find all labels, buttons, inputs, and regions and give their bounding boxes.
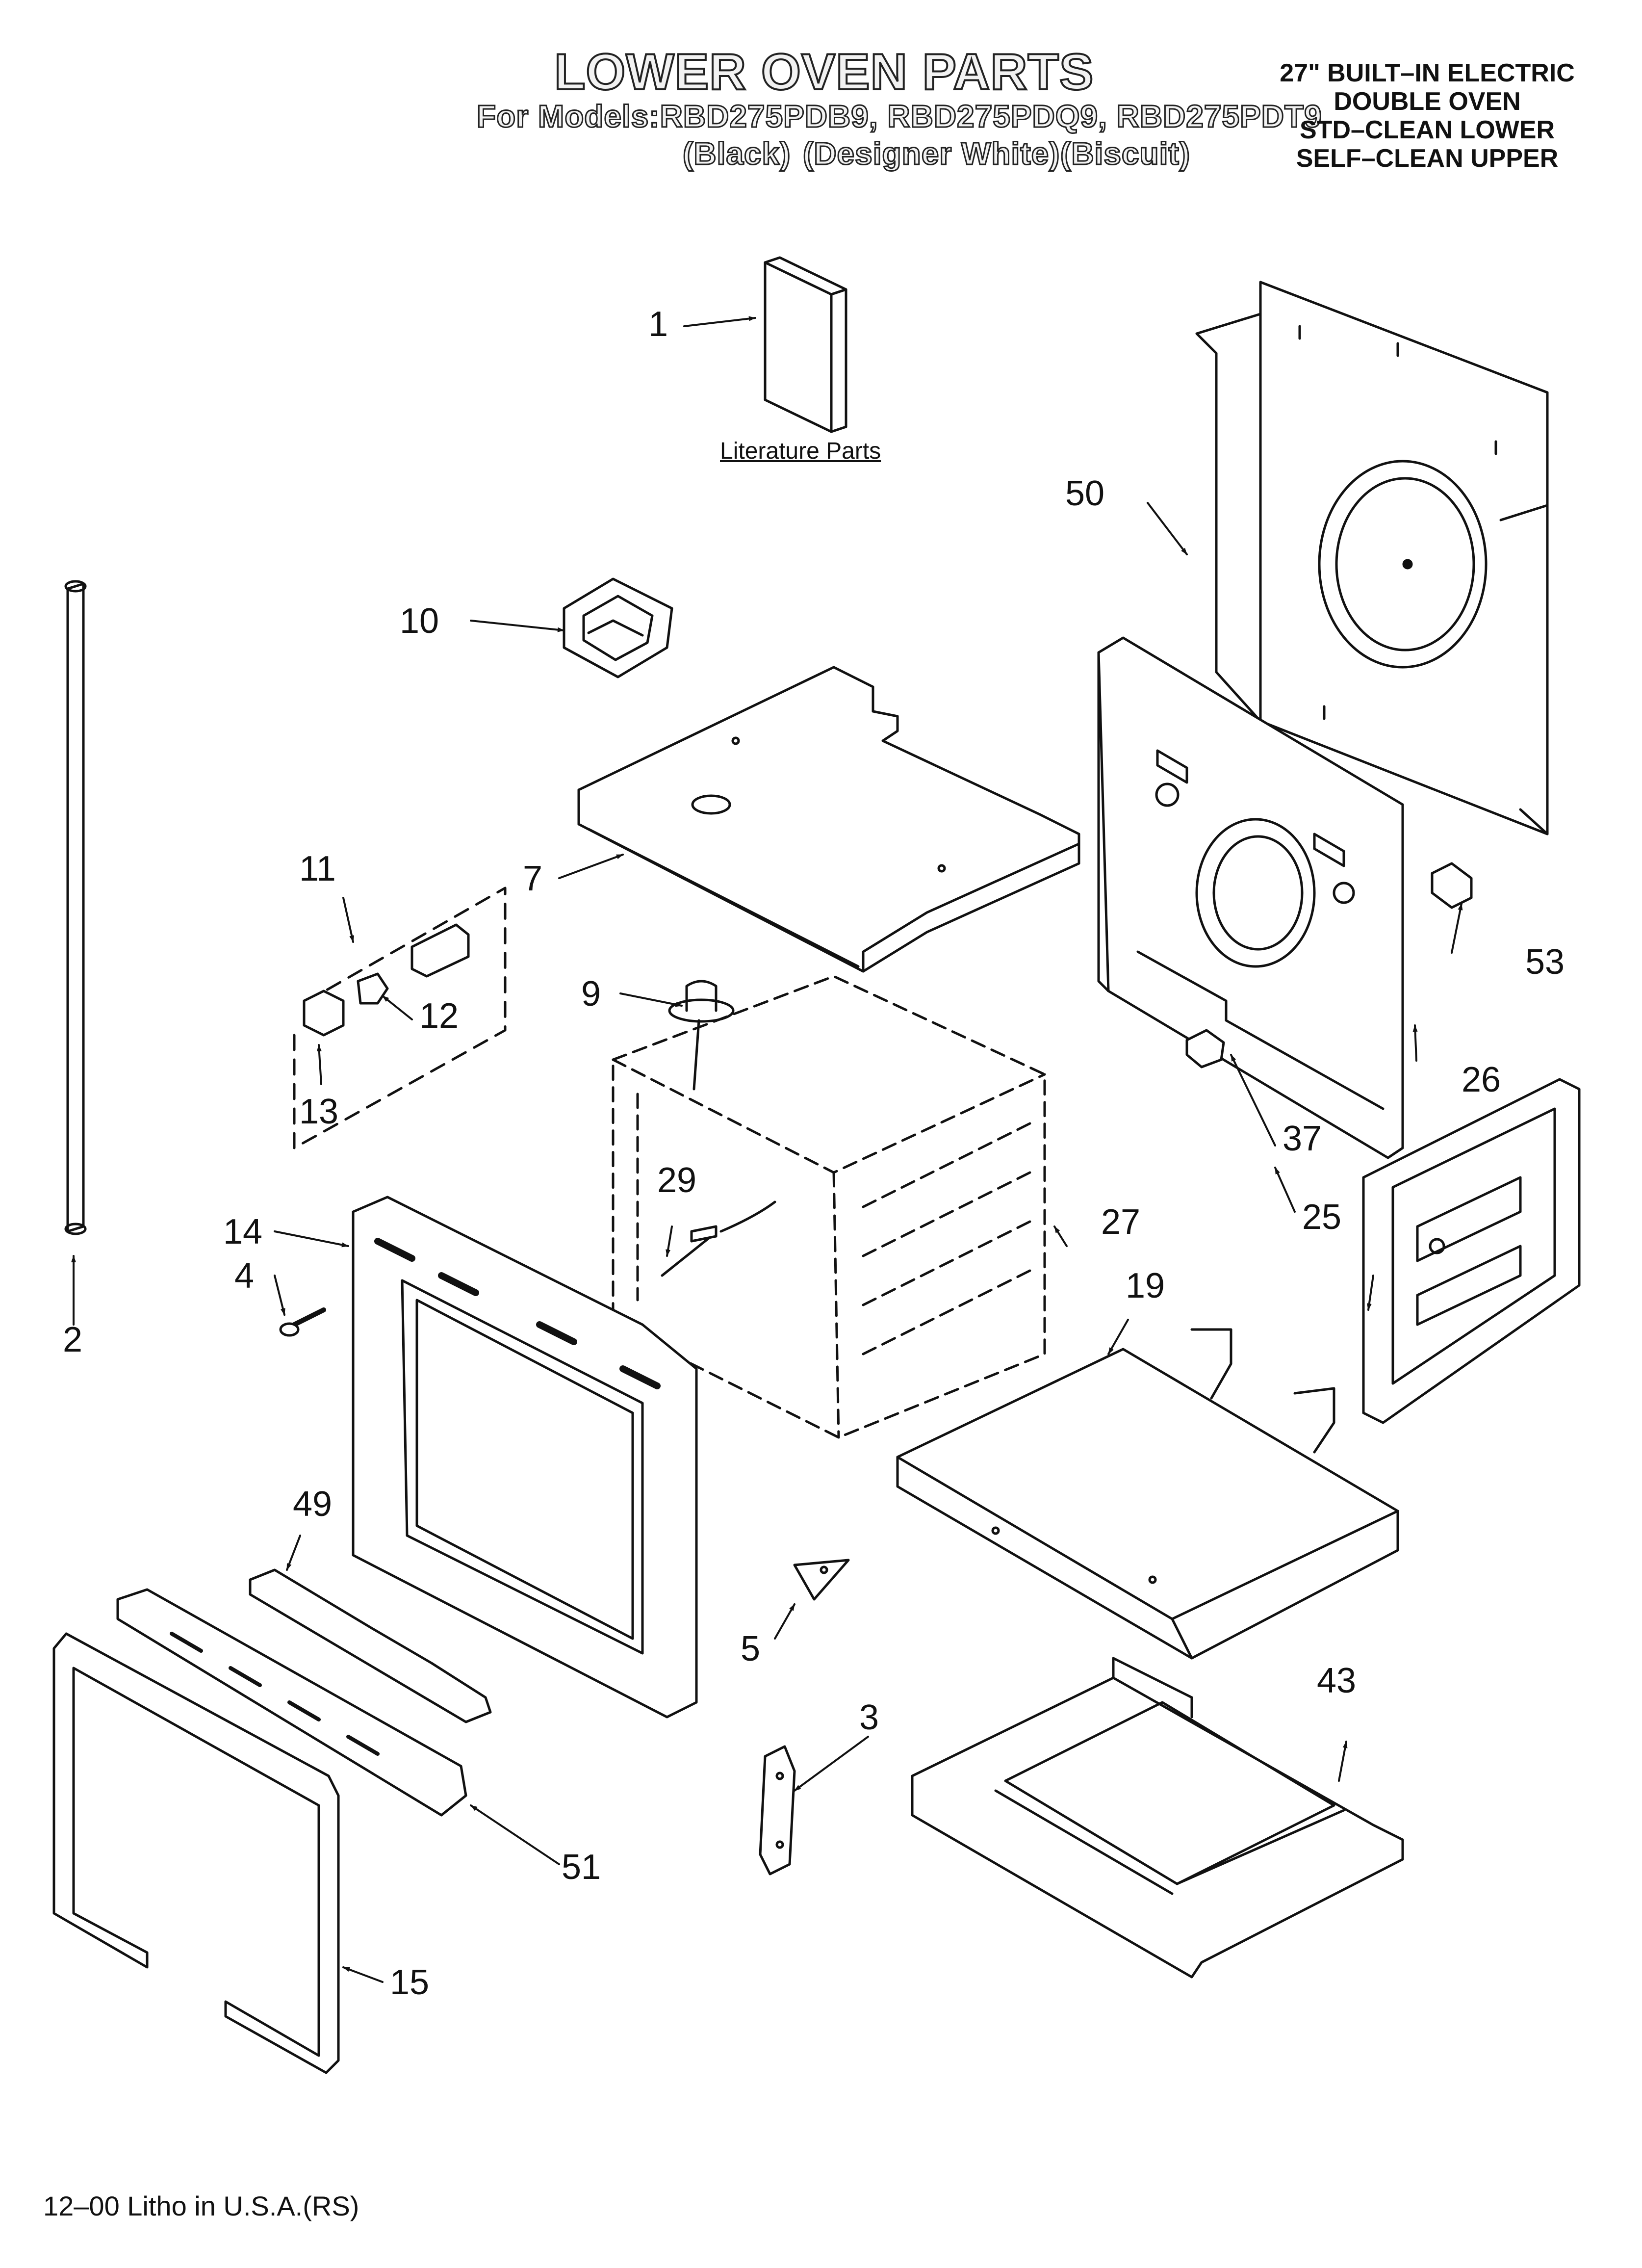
color-black: (Black)	[682, 135, 791, 172]
drip-pan	[911, 1657, 1404, 1979]
description-line-1: 27" BUILT–IN ELECTRIC	[1280, 59, 1575, 87]
light-assembly	[293, 886, 507, 1149]
switch-part	[1185, 1029, 1225, 1069]
description-line-3: STD–CLEAN LOWER	[1300, 116, 1555, 144]
top-panel	[577, 666, 1080, 973]
callout-43: 43	[1317, 1661, 1357, 1700]
callout-11: 11	[299, 849, 336, 888]
leader-arrows	[71, 316, 1463, 1983]
callout-7: 7	[523, 859, 543, 898]
callout-53: 53	[1525, 942, 1565, 982]
callout-1: 1	[648, 305, 668, 344]
screw-part	[279, 1307, 326, 1337]
description-line-2: DOUBLE OVEN	[1334, 87, 1521, 116]
trim-strip	[249, 1568, 492, 1723]
callout-2: 2	[63, 1320, 83, 1359]
literature-parts-label: Literature Parts	[720, 438, 881, 464]
sensor-part	[661, 1200, 776, 1277]
model-list: For Models:RBD275PDB9, RBD275PDQ9, RBD27…	[476, 98, 1323, 135]
clip-part	[1431, 862, 1473, 909]
callout-5: 5	[741, 1629, 761, 1668]
callout-4: 4	[234, 1256, 255, 1296]
callout-26: 26	[1462, 1060, 1501, 1099]
callout-37: 37	[1283, 1119, 1322, 1158]
callout-15: 15	[390, 1963, 430, 2002]
callout-29: 29	[657, 1161, 697, 1200]
callout-10: 10	[400, 601, 439, 641]
literature-booklet	[764, 256, 847, 433]
print-footer: 12–00 Litho in U.S.A.(RS)	[43, 2190, 359, 2221]
callout-25: 25	[1302, 1198, 1342, 1237]
callout-49: 49	[293, 1485, 333, 1524]
color-biscuit: (Biscuit)	[1060, 135, 1191, 172]
callout-50: 50	[1065, 474, 1105, 513]
product-description: 27" BUILT–IN ELECTRIC DOUBLE OVEN STD–CL…	[1256, 59, 1599, 173]
callout-51: 51	[562, 1848, 601, 1887]
dome-part	[668, 980, 735, 1091]
callout-13: 13	[299, 1092, 339, 1131]
door-gasket	[52, 1632, 340, 2074]
callout-27: 27	[1101, 1202, 1141, 1242]
support-bracket	[759, 1745, 796, 1876]
callout-3: 3	[859, 1698, 879, 1737]
callout-9: 9	[581, 974, 601, 1014]
callout-12: 12	[419, 996, 459, 1036]
corner-bracket	[793, 1559, 850, 1601]
color-designer-white: (Designer White)	[802, 135, 1060, 172]
vertical-rod	[64, 580, 87, 1235]
rear-panel	[1195, 281, 1549, 835]
side-panel	[1362, 1078, 1581, 1424]
front-frame	[352, 1196, 698, 1719]
bracket-part	[563, 577, 673, 678]
callout-14: 14	[223, 1212, 263, 1251]
description-line-4: SELF–CLEAN UPPER	[1296, 144, 1559, 173]
callout-19: 19	[1126, 1266, 1165, 1305]
side-frame	[1097, 636, 1404, 1159]
diagram-title: LOWER OVEN PARTS	[553, 43, 1094, 102]
vent-grille	[116, 1588, 467, 1817]
bottom-tray	[896, 1328, 1399, 1660]
